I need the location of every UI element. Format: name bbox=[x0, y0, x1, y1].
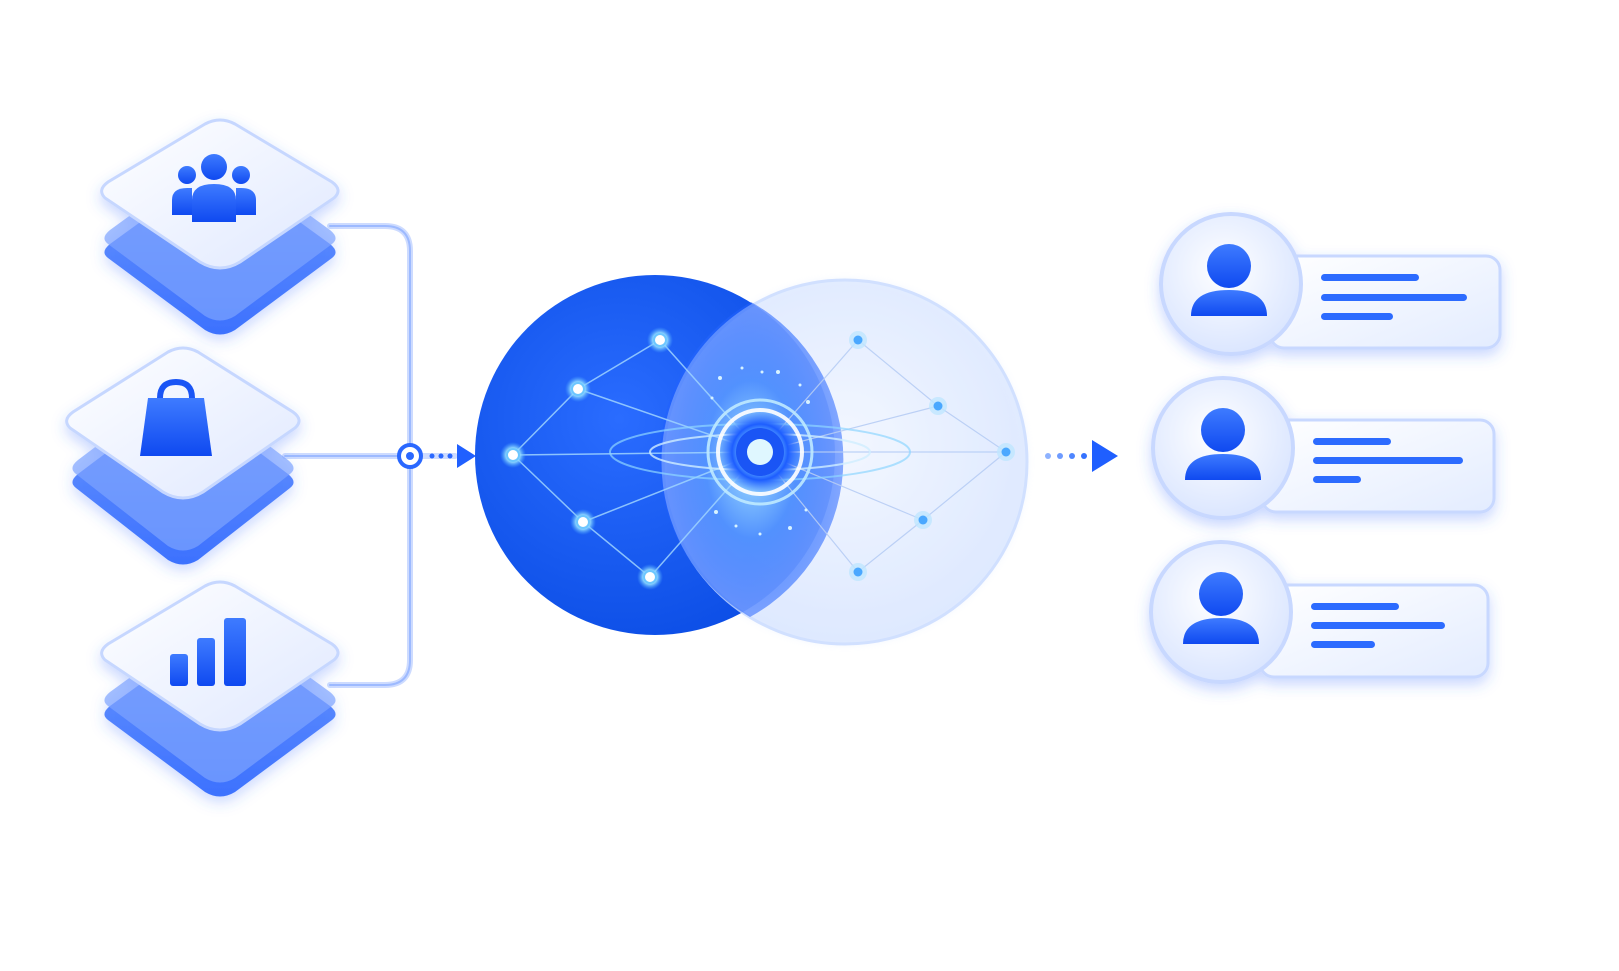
profile-card-2 bbox=[1151, 376, 1496, 520]
profile-card-1 bbox=[1159, 212, 1502, 356]
network-node bbox=[849, 563, 867, 581]
network-nodes-left bbox=[500, 327, 673, 590]
bar-chart-icon bbox=[170, 618, 246, 686]
network-node bbox=[647, 327, 673, 353]
venn-fusion bbox=[475, 275, 1029, 646]
input-tile-shopping bbox=[65, 346, 301, 565]
network-node bbox=[637, 564, 663, 590]
shopping-bag-icon bbox=[140, 378, 212, 456]
user-icon bbox=[1191, 244, 1267, 316]
merge-node bbox=[397, 443, 423, 469]
network-node bbox=[929, 397, 947, 415]
arrow-right-icon bbox=[429, 444, 476, 468]
output-arrow-icon bbox=[1045, 440, 1118, 472]
network-nodes-right bbox=[849, 331, 1015, 581]
network-node bbox=[565, 376, 591, 402]
sparkle-particles bbox=[710, 366, 810, 536]
network-node bbox=[914, 511, 932, 529]
people-group-icon bbox=[172, 154, 256, 222]
profile-card-3 bbox=[1149, 540, 1490, 684]
network-node bbox=[500, 442, 526, 468]
profile-detail-lines bbox=[1321, 274, 1467, 320]
profile-detail-lines bbox=[1313, 438, 1463, 483]
network-node bbox=[849, 331, 867, 349]
user-icon bbox=[1185, 408, 1261, 480]
user-icon bbox=[1183, 572, 1259, 644]
fusion-core bbox=[720, 412, 800, 492]
network-node bbox=[997, 443, 1015, 461]
input-tile-chart bbox=[100, 580, 340, 797]
profile-detail-lines bbox=[1311, 603, 1445, 648]
network-node bbox=[570, 509, 596, 535]
input-connectors-inner bbox=[284, 225, 411, 686]
input-tile-people bbox=[100, 118, 340, 335]
